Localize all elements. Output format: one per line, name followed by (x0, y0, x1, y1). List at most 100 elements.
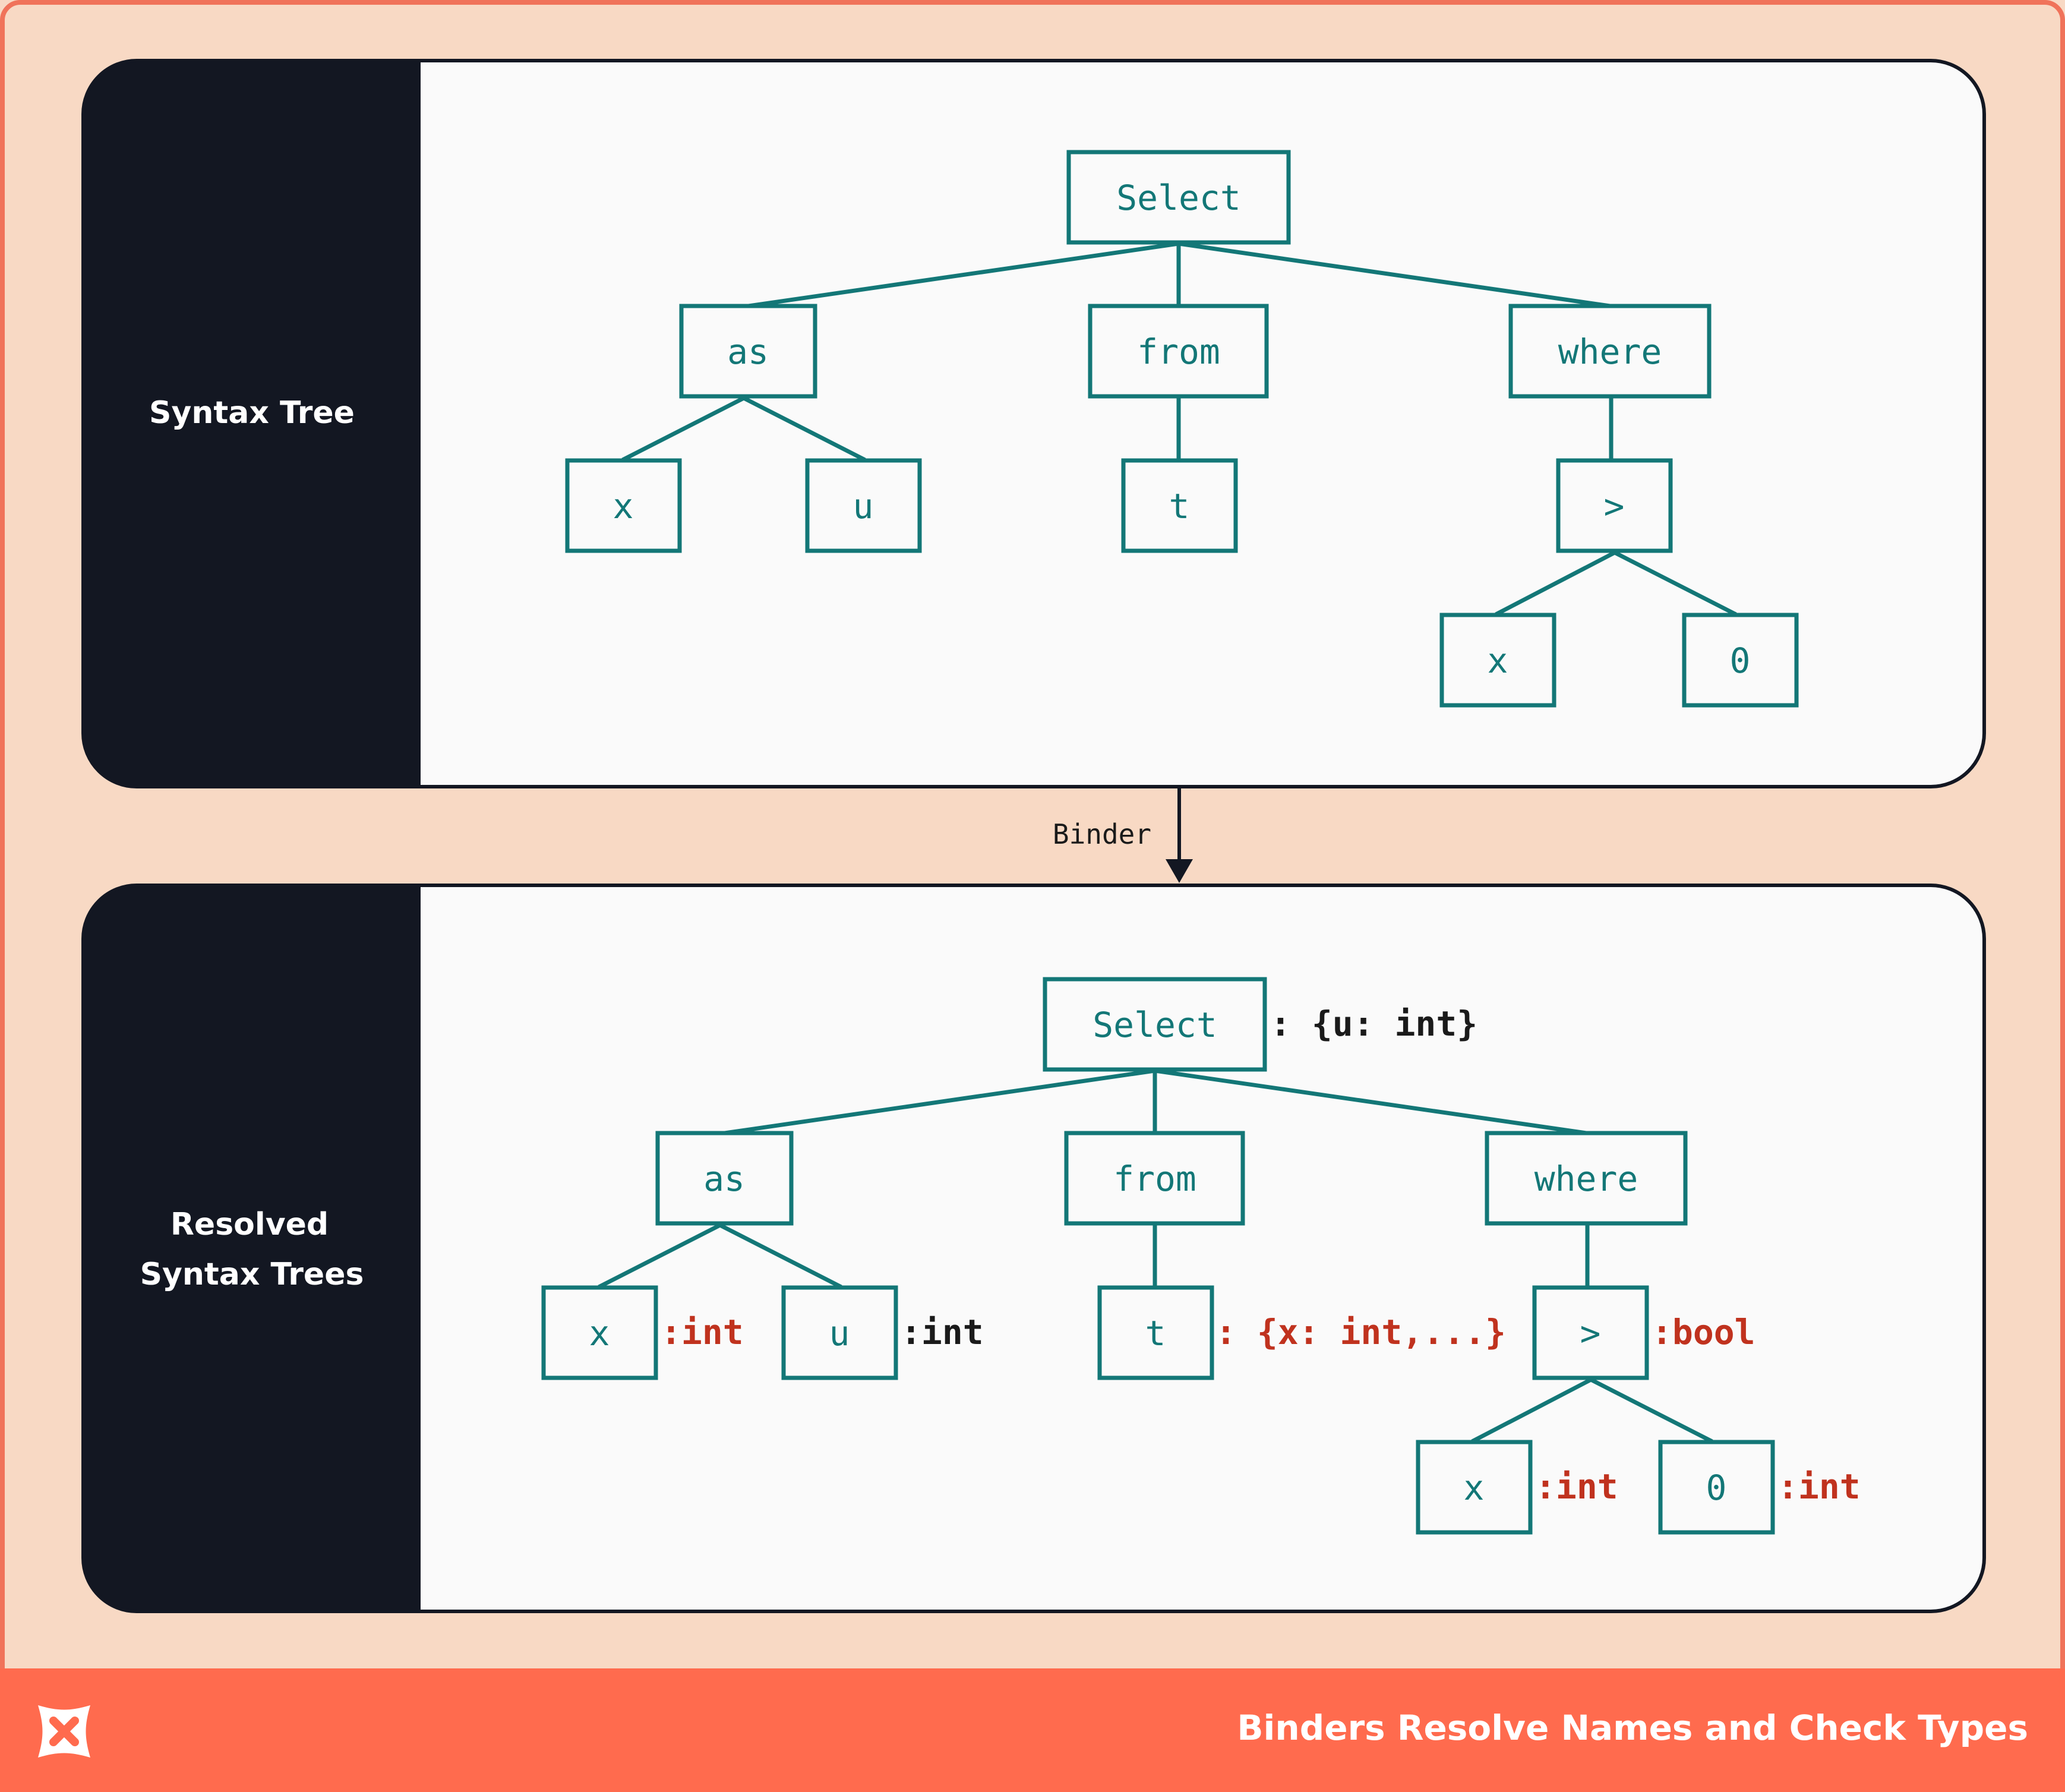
panel-content-bg (421, 885, 1984, 1611)
tree-node-as: as (655, 1131, 794, 1226)
tree-node-where: where (1485, 1131, 1688, 1226)
tree-node-from: from (1064, 1131, 1245, 1226)
node-label: from (1137, 332, 1220, 372)
node-label: where (1534, 1159, 1638, 1199)
edge (1614, 550, 1737, 617)
tree-edges (598, 1068, 1713, 1444)
node-label: where (1558, 332, 1662, 372)
node-box (1097, 1285, 1214, 1380)
node-label: from (1113, 1159, 1196, 1199)
tree-node-u: u (781, 1285, 898, 1380)
type-annotation-as-x: :int (661, 1312, 744, 1352)
tree-edges (621, 241, 1737, 617)
edge (748, 241, 1179, 308)
node-box (1658, 1440, 1775, 1535)
tree-node-gt: > (1556, 458, 1673, 553)
node-box (1682, 613, 1799, 708)
node-label: u (853, 486, 874, 526)
node-box (1416, 1440, 1533, 1535)
type-annotation-from-t: : {x: int,...} (1215, 1312, 1506, 1352)
edge (724, 1068, 1155, 1135)
edge (1590, 1377, 1713, 1444)
tree-node-t: t (1121, 458, 1238, 553)
x-logo-icon (38, 1705, 90, 1758)
edge (1154, 1068, 1587, 1135)
panel-label: Resolved (170, 1207, 329, 1242)
tree-node-where: where (1508, 304, 1712, 399)
panel-resolved-syntax-trees: Resolved Syntax Trees Select as from (81, 884, 1986, 1613)
node-label: as (727, 332, 769, 372)
node-box (1121, 458, 1238, 553)
tree-node-u: u (805, 458, 922, 553)
edge (598, 1223, 721, 1289)
node-box (781, 1285, 898, 1380)
type-annotation-gt-zero: :int (1777, 1466, 1861, 1507)
tree-node-x: x (541, 1285, 658, 1380)
type-annotation-gt: :bool (1652, 1312, 1755, 1352)
node-box (1439, 613, 1556, 708)
node-label: t (1145, 1313, 1166, 1354)
panel-label-bg (83, 885, 463, 1611)
arrow-head (1166, 859, 1193, 883)
node-label: x (613, 486, 634, 526)
node-box (679, 304, 817, 399)
type-annotation-select: : {u: int} (1270, 1004, 1477, 1044)
node-label: x (1488, 641, 1508, 681)
edge (719, 1223, 842, 1289)
tree-node-select: Select (1043, 977, 1267, 1072)
x-logo-cut (49, 1717, 79, 1746)
node-box (1532, 1285, 1649, 1380)
tree-node-x: x (565, 458, 682, 553)
tree-node-zero: 0 (1658, 1440, 1775, 1535)
edge (1178, 241, 1611, 308)
panel-syntax-tree: Syntax Tree Select as from w (81, 59, 1986, 788)
binder-label: Binder (1053, 818, 1151, 850)
node-label: > (1580, 1313, 1601, 1354)
type-annotation-as-u: :int (901, 1312, 984, 1352)
node-box (1064, 1131, 1245, 1226)
node-box (1485, 1131, 1688, 1226)
tree-node-x: x (1439, 613, 1556, 708)
node-box (655, 1131, 794, 1226)
node-box (1066, 150, 1291, 245)
type-annotation-gt-x: :int (1535, 1466, 1618, 1507)
node-box (805, 458, 922, 553)
tree-node-gt: > (1532, 1285, 1649, 1380)
node-label: Select (1093, 1005, 1217, 1045)
node-label: x (1464, 1468, 1485, 1508)
panel-label: Syntax Tree (149, 395, 355, 431)
node-box (1508, 304, 1712, 399)
tree-node-from: from (1088, 304, 1269, 399)
panel-label: Syntax Trees (140, 1257, 364, 1292)
edge (621, 396, 745, 462)
node-label: t (1169, 486, 1190, 526)
tree-node-as: as (679, 304, 817, 399)
node-label: as (703, 1159, 745, 1199)
panel-content-cover (421, 886, 492, 1610)
node-box (1556, 458, 1673, 553)
binder-arrow: Binder (1053, 788, 1193, 883)
panel-content-cover (421, 62, 492, 785)
panel-label-bg (83, 61, 463, 787)
tree-node-select: Select (1066, 150, 1291, 245)
panel-content-bg (421, 61, 1984, 787)
tree-node-x: x (1416, 1440, 1533, 1535)
node-label: x (589, 1313, 610, 1354)
node-box (541, 1285, 658, 1380)
node-label: 0 (1706, 1468, 1727, 1508)
node-label: > (1604, 486, 1625, 526)
node-label: 0 (1730, 641, 1751, 681)
edge (1495, 550, 1616, 617)
edge (743, 396, 866, 462)
node-label: u (829, 1313, 850, 1354)
panel-outline (81, 884, 1986, 1613)
panel-outline (81, 59, 1986, 788)
tree-node-t: t (1097, 1285, 1214, 1380)
edge (1471, 1377, 1592, 1444)
node-box (565, 458, 682, 553)
footer-band (0, 1668, 2065, 1792)
tree-node-zero: 0 (1682, 613, 1799, 708)
node-box (1088, 304, 1269, 399)
